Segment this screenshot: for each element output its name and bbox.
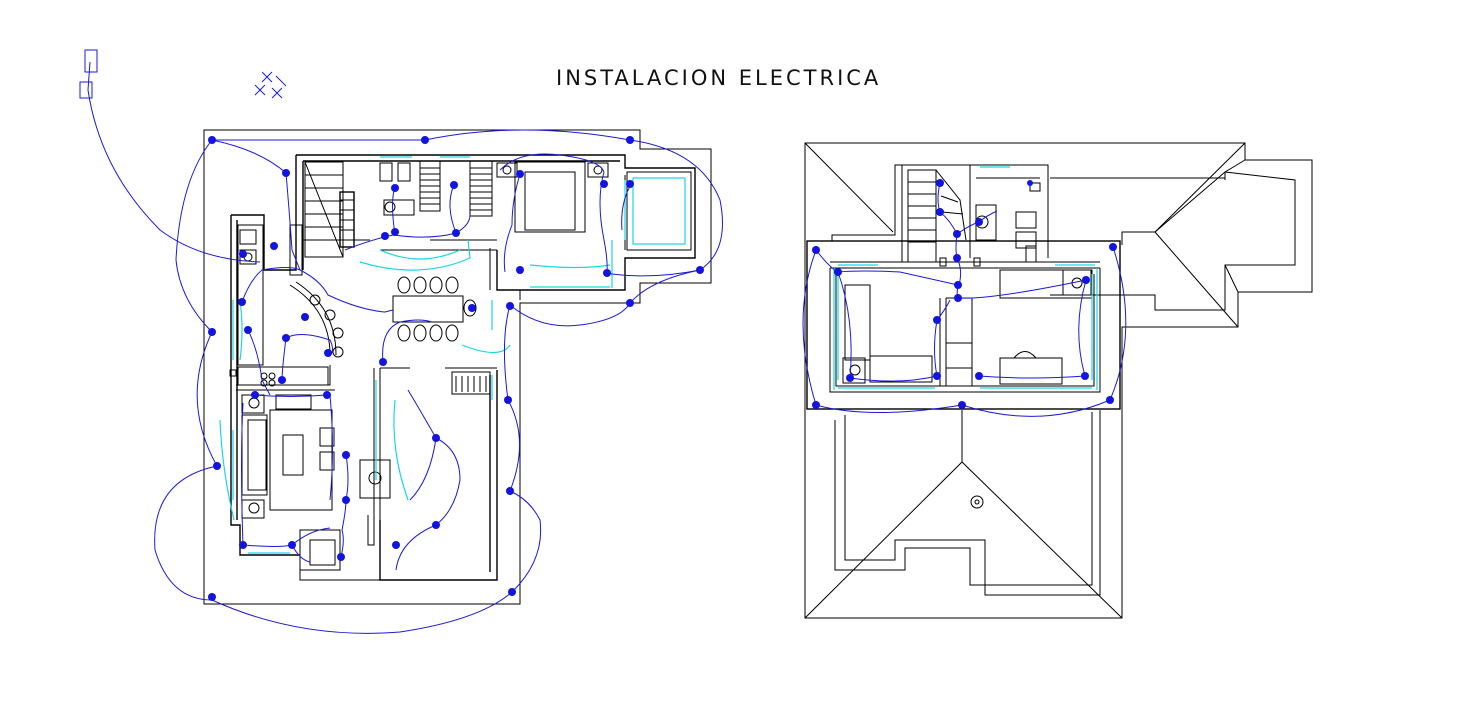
upper-floor-outline — [806, 240, 1121, 410]
upper-floor-bathroom — [975, 177, 1041, 263]
ground-floor-stair — [304, 161, 355, 258]
ground-floor-bedroom-furniture — [379, 161, 609, 233]
compass-icon — [254, 71, 287, 99]
ground-floor-terrace — [626, 171, 692, 251]
ground-floor-closets — [419, 160, 493, 395]
ground-floor-wiring — [87, 61, 723, 634]
upper-floor-windows — [833, 166, 1098, 390]
ground-floor-north-wall — [296, 154, 696, 291]
ground-floor-west-wall — [230, 215, 300, 556]
meter-box-icon — [84, 49, 98, 73]
ground-floor-plan — [79, 49, 723, 634]
upper-floor-bedrooms — [842, 257, 1093, 385]
dining-table — [392, 276, 477, 342]
ground-floor-outlets — [208, 136, 704, 601]
meter-box-icon — [79, 81, 93, 99]
ground-floor-site-outline — [203, 129, 712, 605]
upper-floor-plan — [802, 142, 1313, 619]
drawing-title: INSTALACION ELECTRICA — [556, 66, 882, 90]
upper-floor-outlets — [812, 179, 1117, 409]
ground-floor-windows — [219, 156, 626, 554]
ground-floor-east-wall — [379, 370, 498, 581]
upper-floor-stair — [907, 169, 967, 263]
